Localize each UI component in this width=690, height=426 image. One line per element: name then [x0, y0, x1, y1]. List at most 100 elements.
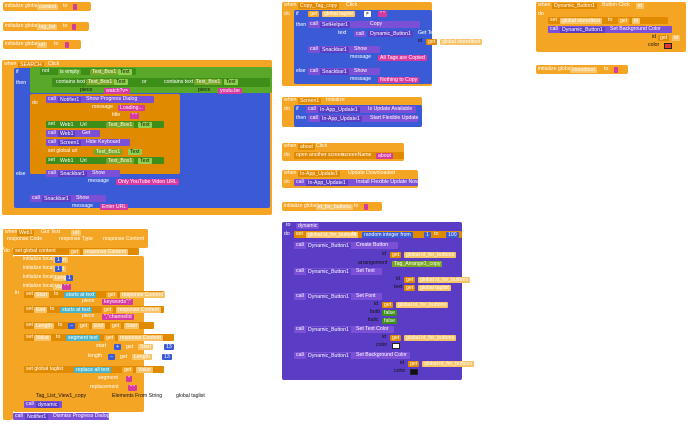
web1-ref[interactable]: Web1 — [58, 130, 76, 137]
contains-or[interactable]: contains text Text_Box1 Text or contains… — [52, 78, 270, 87]
num-1c[interactable]: 1 — [66, 275, 73, 281]
call-create-button[interactable]: call Dynamic_Button1 Create Button — [294, 242, 398, 249]
component-search[interactable]: SEARCH — [18, 61, 44, 68]
channelid-string[interactable]: ","channelId — [102, 313, 134, 320]
set-web1-url[interactable]: set Web1 Url Text_Box1 Text — [46, 121, 164, 128]
neq-op[interactable]: ≠ — [364, 10, 371, 17]
var-name[interactable]: tag_list — [37, 23, 58, 30]
start-ref[interactable]: Start — [138, 343, 153, 350]
is-update-available[interactable]: call In-App_Update1 Is Update Available — [306, 106, 416, 113]
text-prop[interactable]: Text — [224, 79, 238, 85]
call-dynamic[interactable]: call dynamic — [24, 401, 62, 408]
italic-false[interactable]: false — [382, 317, 397, 324]
loading-string[interactable]: Loading... — [118, 104, 145, 111]
text-prop[interactable]: Text — [138, 121, 152, 128]
quote-string[interactable]: " — [126, 375, 132, 382]
num-13b[interactable]: 13 — [162, 353, 172, 360]
install-flexible-update[interactable]: call In-App_Update1 Install Flexible Upd… — [294, 179, 419, 186]
neq-compare[interactable]: get global taglist ≠ " " — [306, 10, 402, 17]
call-set-text[interactable]: call Dynamic_Button1 Set Text — [294, 268, 382, 275]
set-global-url[interactable]: set global url Text_Box1 Text — [46, 148, 164, 155]
set-end[interactable]: set End to starts at text get response C… — [24, 306, 164, 313]
watch-string[interactable]: watch?v= — [104, 87, 131, 94]
length-ref[interactable]: Length — [34, 322, 54, 329]
response-content-ref[interactable]: response Content — [83, 248, 128, 255]
title-string[interactable]: " " — [130, 112, 140, 119]
num-1b[interactable]: 1 — [55, 266, 62, 272]
local-length[interactable]: Length — [53, 274, 73, 281]
string-value[interactable] — [73, 3, 77, 10]
call-set-font[interactable]: call Dynamic_Button1 Set Font — [294, 293, 382, 300]
set-web1-url-2[interactable]: set Web1 Url Text_Box1 Text — [46, 157, 164, 164]
init-global-idforbuttons[interactable]: initialize global id_for_buttons to — [282, 202, 382, 211]
end-ref[interactable]: End — [34, 306, 48, 313]
call-snackbar-show[interactable]: call Snackbar1 Show — [46, 170, 120, 177]
keywords-string[interactable]: keywords":" — [102, 298, 134, 305]
var-name[interactable]: url — [37, 41, 47, 48]
tag-arrange-ref[interactable]: Tag_Arrange1_copy — [392, 260, 443, 267]
copy-tag-ref[interactable]: Copy_Tag_copy — [298, 2, 340, 9]
snackbar1-ref[interactable]: Snackbar1 — [42, 195, 71, 202]
init-global-url[interactable]: initialize global url to — [3, 40, 81, 49]
call-set-bg[interactable]: call Dynamic_Button1 Set Background Colo… — [548, 26, 672, 33]
screen1-ref[interactable]: Screen1 — [58, 139, 82, 146]
open-another-screen[interactable]: open another screen screenName about — [294, 152, 404, 159]
call-show-progress[interactable]: call Notifier1 Show Progress Dialog — [46, 96, 154, 103]
init-global-taglist[interactable]: initialize global tag_list to — [3, 22, 89, 31]
end-ref[interactable]: End — [92, 322, 106, 329]
url-prop[interactable]: Url — [78, 157, 89, 164]
notifier1-ref[interactable]: Notifier1 — [58, 96, 82, 103]
bold-false[interactable]: false — [382, 309, 397, 316]
call-web1-get[interactable]: call Web1 Get — [46, 130, 100, 137]
local-value[interactable]: Value — [53, 283, 70, 290]
text-box1-ref[interactable]: Text_Box1 — [106, 157, 135, 164]
text-box1-ref[interactable]: Text_Box1 — [194, 79, 223, 85]
string-value[interactable] — [72, 23, 76, 30]
set-global-taglist[interactable]: set global taglist replace all text get … — [24, 366, 164, 373]
color-swatch-white[interactable] — [392, 343, 400, 349]
global-storedtext-ref[interactable]: global storedtext — [440, 38, 483, 45]
response-content-ref[interactable]: response Content — [116, 306, 161, 313]
start-ref[interactable]: Start — [124, 322, 139, 329]
set-global-id[interactable]: set global id_for_buttons to random inte… — [294, 231, 462, 238]
text-box1-ref[interactable]: Text_Box1 — [86, 79, 115, 85]
call-set-text-color[interactable]: call Dynamic_Button1 Set Text Color — [294, 326, 394, 333]
start-flexible-update[interactable]: call In-App_Update1 Start Flexible Updat… — [308, 115, 419, 122]
call-hide-keyboard[interactable]: call Screen1 Hide Keyboard — [46, 139, 130, 146]
random-max[interactable]: 100 — [446, 231, 459, 238]
set-global-content[interactable]: set global content get response Content — [13, 248, 139, 255]
response-content-ref[interactable]: response Content — [120, 291, 165, 298]
not-is-empty[interactable]: not is empty Text_Box1 Text — [40, 68, 136, 75]
call-dismiss-progress[interactable]: call Notifier1 Dismiss Progress Dialog — [13, 413, 110, 420]
init-global-storedtext[interactable]: initialize global storedtext to — [536, 65, 628, 74]
text-box1-ref[interactable]: Text_Box1 — [106, 121, 135, 128]
web1-ref[interactable]: Web1 — [17, 229, 35, 236]
color-swatch-red[interactable] — [664, 43, 672, 49]
nothing-to-copy[interactable]: Nothing to Copy — [378, 76, 420, 83]
text-prop[interactable]: Text — [138, 157, 152, 164]
random-from[interactable]: 1 — [424, 231, 431, 238]
all-tags-copied[interactable]: All Tags are Copied — [378, 54, 427, 61]
text-box1-ref[interactable]: Text_Box1 — [94, 148, 123, 155]
text-box1-ref[interactable]: Text_Box1 — [90, 68, 119, 75]
text-prop[interactable]: Text — [128, 148, 142, 155]
set-global-storedtext[interactable]: set global storedtext to get id — [548, 17, 668, 24]
string-value[interactable] — [65, 41, 69, 48]
snackbar1-ref[interactable]: Snackbar1 — [58, 170, 87, 177]
url-prop[interactable]: Url — [78, 121, 89, 128]
call-snackbar-show-else[interactable]: call Snackbar1 Show — [30, 195, 106, 202]
set-start[interactable]: set Start to starts at text get response… — [24, 291, 165, 298]
value-ref[interactable]: Value — [34, 334, 51, 341]
text-prop[interactable]: Text — [118, 68, 132, 75]
value-ref[interactable]: Value — [136, 366, 153, 373]
start-ref[interactable]: Start — [34, 291, 49, 298]
call-snackbar-show-else[interactable]: call Snackbar1 Show — [308, 68, 380, 75]
call-snackbar-show[interactable]: call Snackbar1 Show — [308, 46, 380, 53]
set-value[interactable]: set Value to segment text get response C… — [24, 334, 174, 341]
sethelper-ref[interactable]: SetHelper1 — [320, 21, 350, 28]
notifier1-ref[interactable]: Notifier1 — [25, 413, 49, 420]
response-content-ref[interactable]: response Content — [118, 334, 163, 341]
empty-string[interactable]: " " — [128, 384, 138, 391]
var-name[interactable]: content — [37, 3, 59, 10]
num-1a[interactable]: 1 — [55, 257, 62, 263]
